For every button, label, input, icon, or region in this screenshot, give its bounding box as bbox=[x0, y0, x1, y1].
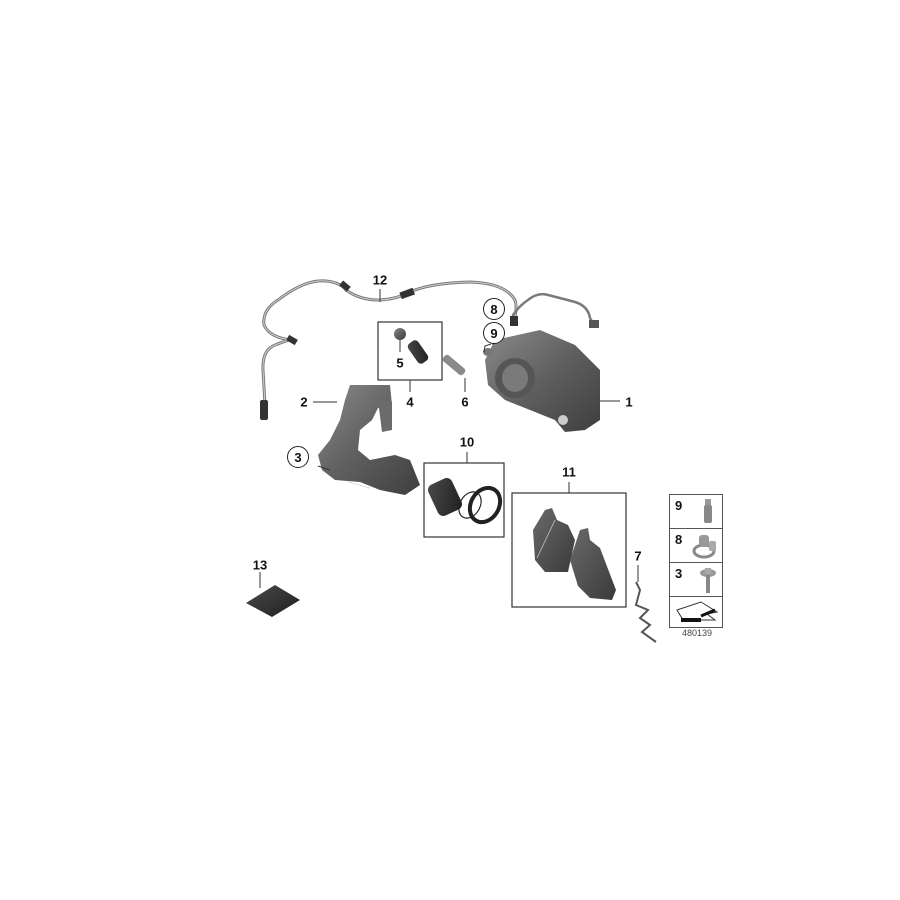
callout-9[interactable]: 9 bbox=[483, 322, 505, 344]
legend-number: 9 bbox=[675, 498, 683, 513]
callout-1[interactable]: 1 bbox=[625, 394, 633, 410]
legend-number: 8 bbox=[675, 532, 683, 547]
callout-11[interactable]: 11 bbox=[562, 464, 576, 480]
legend-row-arrow[interactable] bbox=[670, 597, 722, 627]
direction-arrow-icon bbox=[676, 601, 719, 622]
callout-7[interactable]: 7 bbox=[634, 548, 642, 564]
callout-3[interactable]: 3 bbox=[287, 446, 309, 468]
legend-number: 3 bbox=[675, 566, 683, 581]
callout-6[interactable]: 6 bbox=[461, 394, 469, 410]
callout-8[interactable]: 8 bbox=[483, 298, 505, 320]
banjo-fitting-icon bbox=[692, 535, 716, 559]
legend-row-8[interactable]: 8 bbox=[670, 529, 722, 563]
legend-row-9[interactable]: 9 bbox=[670, 495, 722, 529]
callout-12[interactable]: 12 bbox=[372, 272, 388, 288]
carrier-artwork bbox=[318, 385, 420, 495]
callout-10[interactable]: 10 bbox=[459, 434, 475, 450]
callout-4[interactable]: 4 bbox=[406, 394, 414, 410]
callout-9-label: 9 bbox=[490, 325, 498, 341]
callout-8-label: 8 bbox=[490, 301, 498, 317]
callout-13[interactable]: 13 bbox=[252, 557, 268, 573]
callout-5[interactable]: 5 bbox=[396, 355, 404, 371]
diagram-id-label: 480139 bbox=[681, 628, 713, 638]
callout-3-label: 3 bbox=[294, 449, 302, 465]
fastener-legend: 9 8 3 bbox=[669, 494, 723, 628]
flange-bolt-icon bbox=[700, 568, 716, 593]
callout-2[interactable]: 2 bbox=[300, 394, 308, 410]
bleeder-screw-icon bbox=[704, 499, 712, 523]
legend-row-3[interactable]: 3 bbox=[670, 563, 722, 597]
wear-sensor-cable bbox=[260, 279, 599, 420]
caliper-artwork bbox=[483, 330, 600, 432]
